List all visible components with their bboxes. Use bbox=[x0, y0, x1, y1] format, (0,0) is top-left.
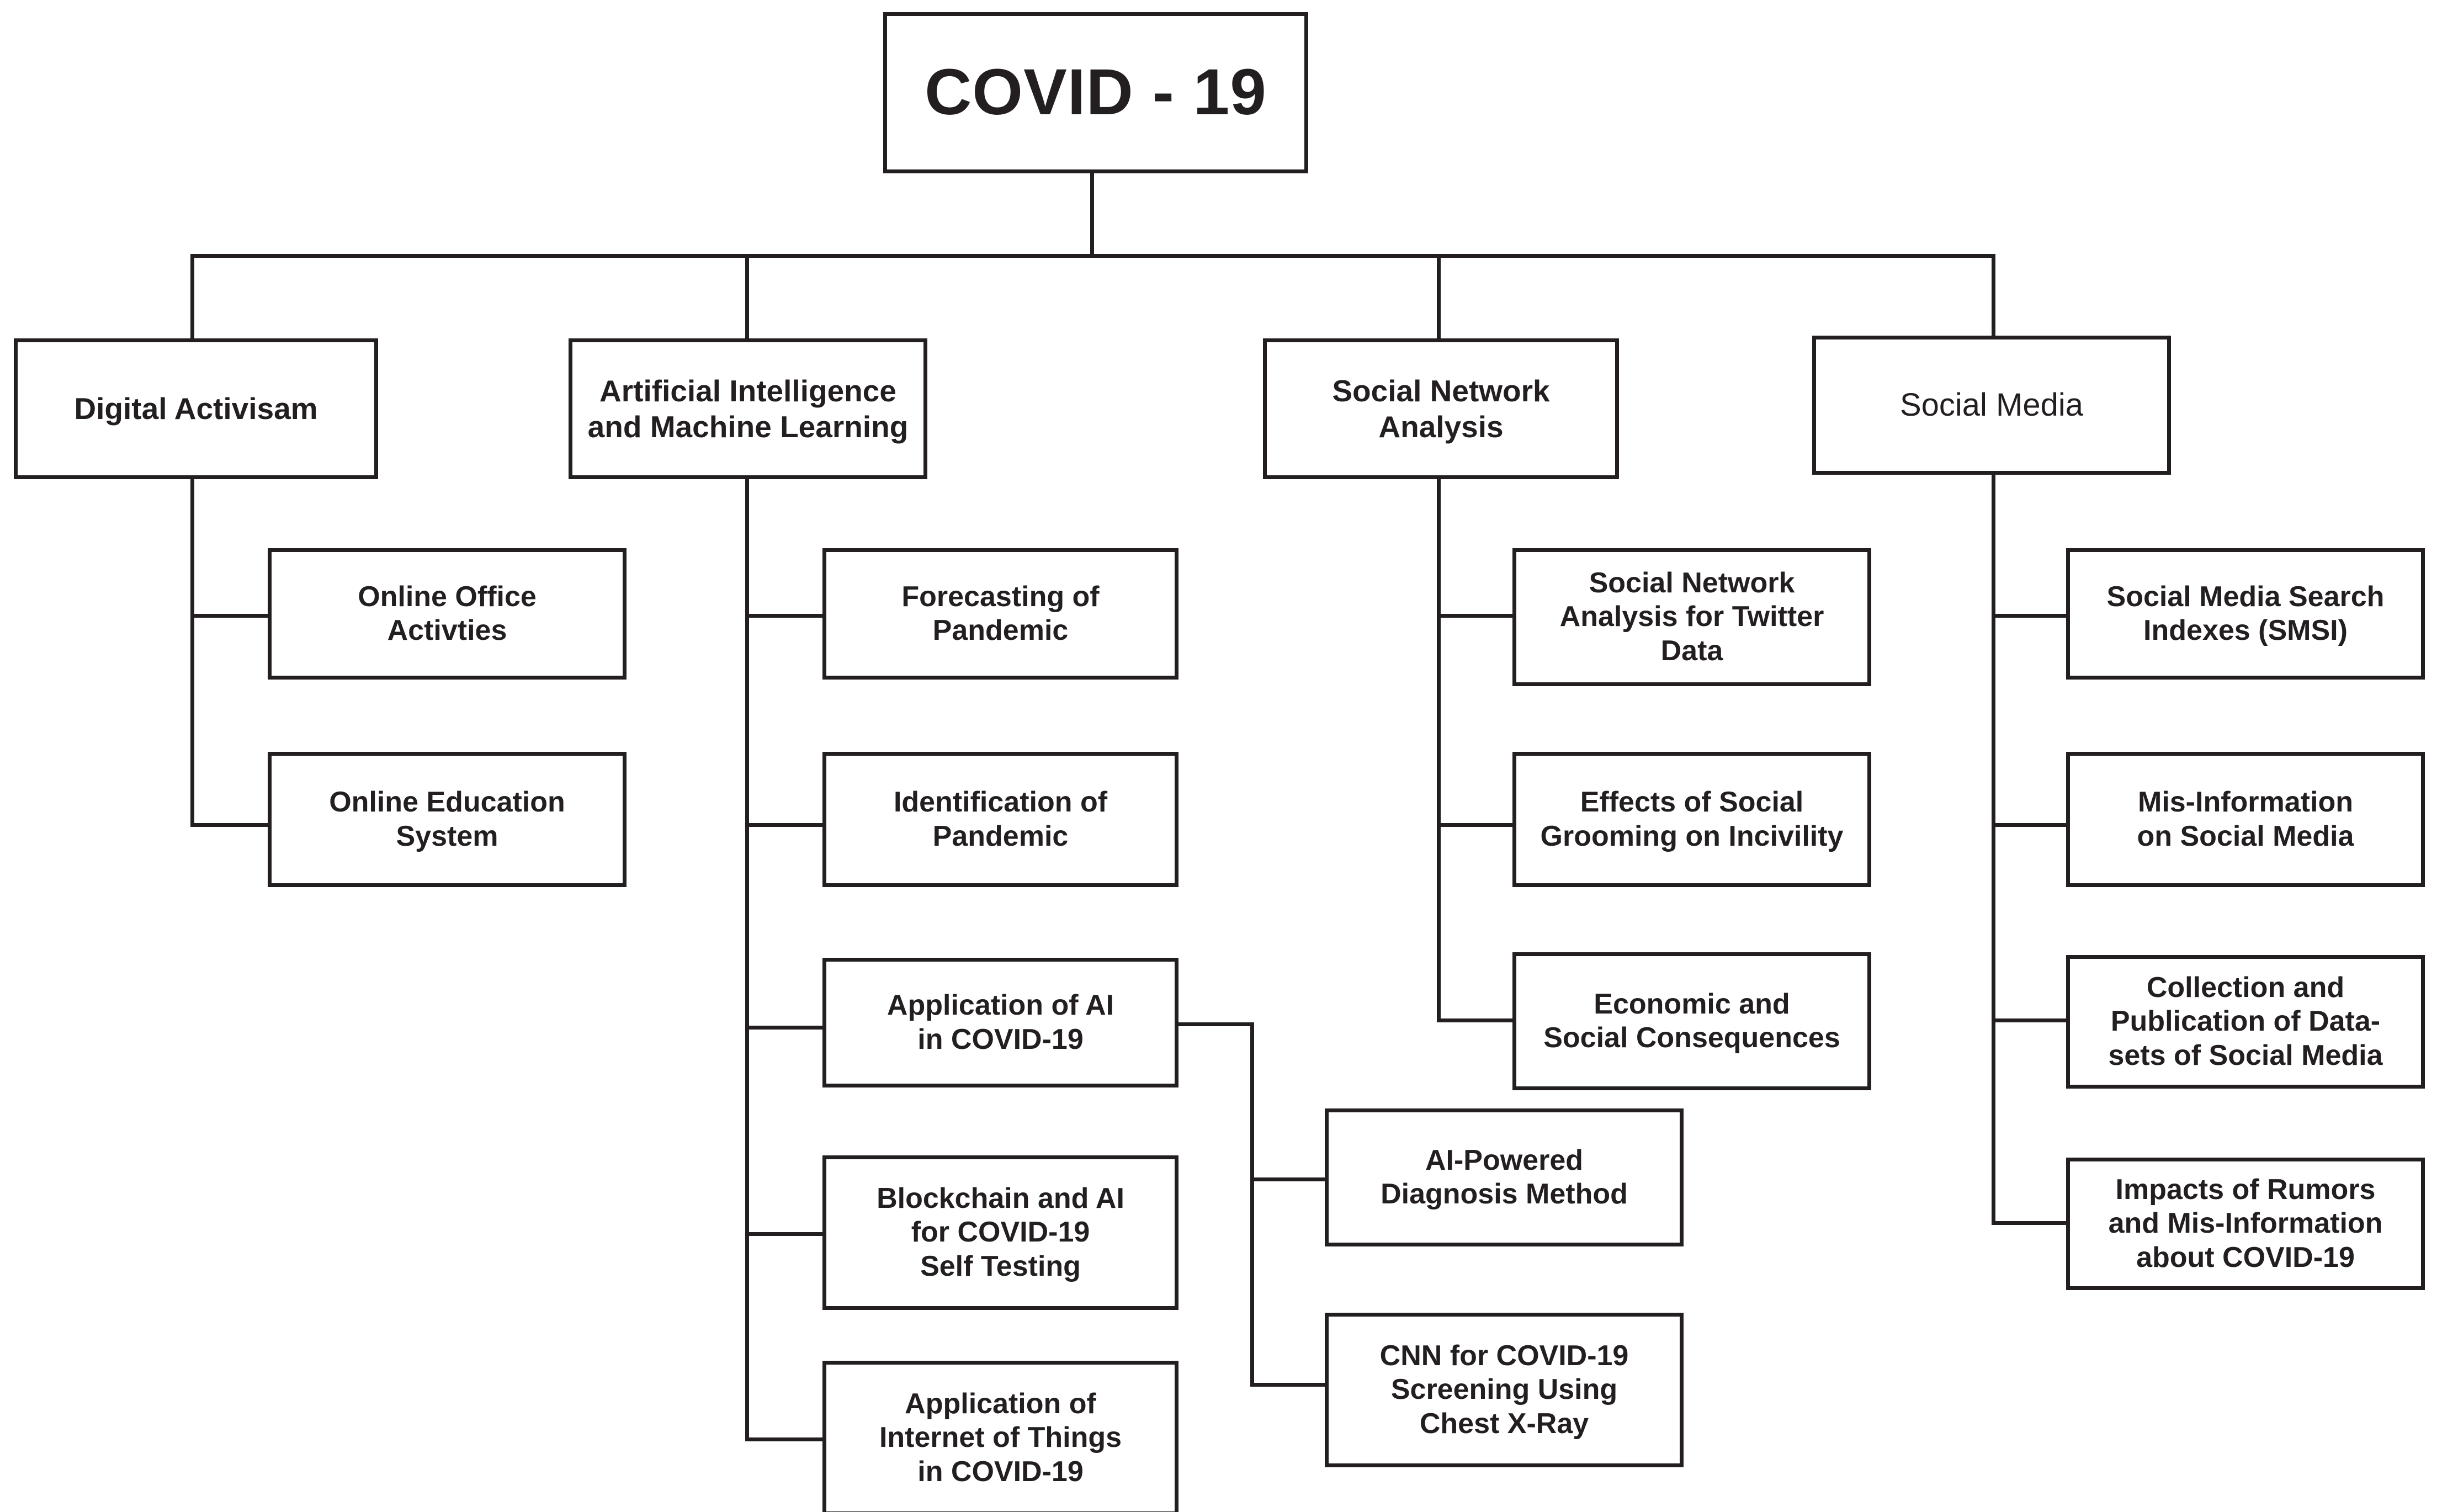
node-artificial-intelligence-machine-learning[interactable]: Artificial Intelligence and Machine Lear… bbox=[569, 338, 927, 479]
node-label: Online Office Activties bbox=[358, 580, 537, 646]
node-forecasting-of-pandemic[interactable]: Forecasting of Pandemic bbox=[822, 548, 1178, 680]
node-impacts-of-rumors-misinformation-covid-19[interactable]: Impacts of Rumors and Mis-Information ab… bbox=[2066, 1158, 2425, 1290]
connector-branch-datasets bbox=[1992, 1018, 2068, 1022]
node-label: Forecasting of Pandemic bbox=[901, 580, 1100, 646]
node-label: Application of Internet of Things in COV… bbox=[879, 1387, 1122, 1488]
connector-branch-iot bbox=[745, 1437, 824, 1441]
connector-branch-identification bbox=[745, 823, 824, 827]
node-social-media[interactable]: Social Media bbox=[1812, 336, 2171, 475]
node-label: COVID - 19 bbox=[925, 56, 1267, 129]
node-identification-of-pandemic[interactable]: Identification of Pandemic bbox=[822, 752, 1178, 887]
connector-drop-digital-activisam bbox=[190, 254, 194, 338]
connector-drop-ai-ml bbox=[745, 254, 749, 338]
node-root-covid-19[interactable]: COVID - 19 bbox=[883, 12, 1308, 173]
node-label: Application of AI in COVID-19 bbox=[886, 989, 1114, 1055]
node-digital-activisam[interactable]: Digital Activisam bbox=[14, 338, 378, 479]
node-online-education-system[interactable]: Online Education System bbox=[268, 752, 627, 887]
node-label: Social Media Search Indexes (SMSI) bbox=[2106, 580, 2385, 646]
node-label: Social Media bbox=[1899, 386, 2084, 423]
connector-root-bus bbox=[190, 254, 1995, 258]
node-blockchain-and-ai-self-testing[interactable]: Blockchain and AI for COVID-19 Self Test… bbox=[822, 1155, 1178, 1310]
connector-application-of-ai-out bbox=[1176, 1022, 1254, 1026]
node-label: Impacts of Rumors and Mis-Information ab… bbox=[2108, 1173, 2383, 1274]
connector-branch-forecasting bbox=[745, 614, 824, 618]
node-collection-publication-datasets-social-media[interactable]: Collection and Publication of Data- sets… bbox=[2066, 955, 2425, 1089]
connector-branch-application-of-ai bbox=[745, 1026, 824, 1030]
node-label: Identification of Pandemic bbox=[893, 786, 1108, 852]
connector-branch-social-grooming bbox=[1437, 823, 1514, 827]
node-label: Online Education System bbox=[329, 786, 565, 852]
node-label: Mis-Information on Social Media bbox=[2137, 786, 2354, 852]
connector-branch-online-education bbox=[190, 823, 269, 827]
connector-spine-application-of-ai bbox=[1250, 1022, 1254, 1387]
connector-drop-social-media bbox=[1992, 254, 1995, 337]
node-label: CNN for COVID-19 Screening Using Chest X… bbox=[1379, 1339, 1629, 1440]
connector-branch-ai-powered-diagnosis bbox=[1250, 1177, 1328, 1181]
connector-spine-digital-activisam bbox=[190, 479, 194, 827]
node-label: AI-Powered Diagnosis Method bbox=[1381, 1144, 1628, 1210]
connector-spine-social-media bbox=[1992, 475, 1995, 1224]
node-misinformation-on-social-media[interactable]: Mis-Information on Social Media bbox=[2066, 752, 2425, 887]
connector-spine-social-network-analysis bbox=[1437, 479, 1441, 1022]
connector-spine-ai-ml bbox=[745, 479, 749, 1441]
node-label: Economic and Social Consequences bbox=[1543, 988, 1840, 1054]
node-ai-powered-diagnosis-method[interactable]: AI-Powered Diagnosis Method bbox=[1325, 1108, 1684, 1246]
node-application-of-ai-in-covid-19[interactable]: Application of AI in COVID-19 bbox=[822, 958, 1178, 1087]
connector-branch-blockchain-ai bbox=[745, 1232, 824, 1236]
connector-root-stem bbox=[1090, 173, 1094, 257]
connector-branch-smsi bbox=[1992, 614, 2068, 618]
node-social-network-analysis[interactable]: Social Network Analysis bbox=[1263, 338, 1619, 479]
node-label: Effects of Social Grooming on Incivility bbox=[1540, 786, 1844, 852]
node-sna-for-twitter-data[interactable]: Social Network Analysis for Twitter Data bbox=[1512, 548, 1871, 686]
connector-branch-sna-twitter bbox=[1437, 614, 1514, 618]
connector-branch-impacts-rumors bbox=[1992, 1221, 2068, 1225]
node-label: Digital Activisam bbox=[74, 391, 318, 426]
node-label: Artificial Intelligence and Machine Lear… bbox=[587, 373, 909, 444]
connector-branch-misinformation bbox=[1992, 823, 2068, 827]
node-label: Social Network Analysis bbox=[1332, 373, 1550, 444]
node-online-office-activties[interactable]: Online Office Activties bbox=[268, 548, 627, 680]
node-label: Social Network Analysis for Twitter Data bbox=[1559, 566, 1824, 667]
node-label: Blockchain and AI for COVID-19 Self Test… bbox=[877, 1182, 1124, 1282]
node-economic-and-social-consequences[interactable]: Economic and Social Consequences bbox=[1512, 952, 1871, 1090]
connector-branch-cnn-screening bbox=[1250, 1383, 1328, 1387]
node-application-of-iot-in-covid-19[interactable]: Application of Internet of Things in COV… bbox=[822, 1361, 1178, 1512]
connector-branch-online-office bbox=[190, 614, 269, 618]
node-effects-of-social-grooming-on-incivility[interactable]: Effects of Social Grooming on Incivility bbox=[1512, 752, 1871, 887]
connector-branch-economic-consequences bbox=[1437, 1018, 1514, 1022]
node-cnn-covid-19-screening-chest-xray[interactable]: CNN for COVID-19 Screening Using Chest X… bbox=[1325, 1313, 1684, 1467]
node-label: Collection and Publication of Data- sets… bbox=[2108, 971, 2383, 1071]
node-social-media-search-indexes[interactable]: Social Media Search Indexes (SMSI) bbox=[2066, 548, 2425, 680]
connector-drop-social-network-analysis bbox=[1437, 254, 1441, 338]
